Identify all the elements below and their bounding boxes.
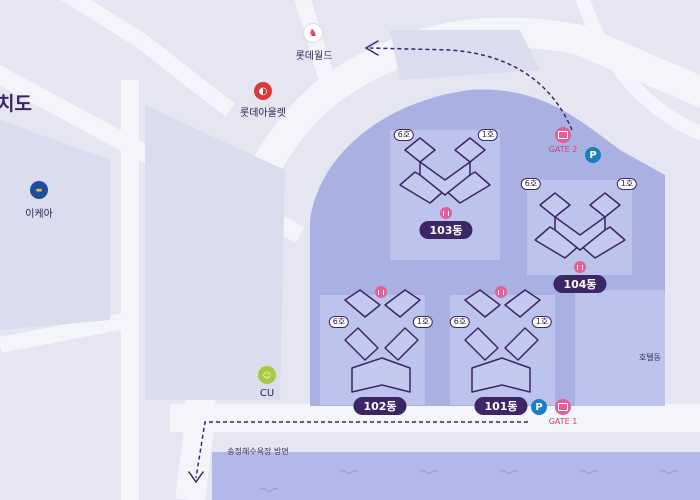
building-103-unit-right: 1호 bbox=[477, 129, 499, 141]
gate-1-icon[interactable] bbox=[555, 399, 571, 415]
building-plot bbox=[450, 295, 555, 405]
building-102-entrance-icon[interactable] bbox=[375, 286, 387, 298]
building-101-label[interactable]: 101동 bbox=[474, 397, 528, 415]
hotel-area-label: 호텔동 bbox=[638, 353, 662, 362]
building-101-footprint bbox=[464, 289, 541, 393]
building-104-unit-right: 1호 bbox=[616, 178, 638, 190]
building-104-entrance-icon[interactable] bbox=[574, 261, 586, 273]
building-104-unit-left: 6호 bbox=[520, 178, 542, 190]
city-block bbox=[0, 120, 110, 330]
gate-1-label: GATE 1 bbox=[548, 417, 578, 426]
lotte-outlet-label: 롯데아울렛 bbox=[240, 108, 286, 119]
building-plot bbox=[527, 180, 632, 275]
hotel-plot bbox=[575, 290, 665, 406]
route-arrow-down bbox=[188, 471, 204, 484]
building-101-unit-left: 6호 bbox=[449, 316, 471, 328]
building-103-entrance-icon[interactable] bbox=[440, 207, 452, 219]
building-104-footprint bbox=[534, 192, 626, 259]
building-102-unit-right: 1호 bbox=[412, 316, 434, 328]
gate-2-label: GATE 2 bbox=[548, 145, 578, 154]
ikea-label: 이케아 bbox=[25, 209, 53, 220]
map-title: 치도 bbox=[0, 93, 32, 115]
lotte-outlet-icon[interactable]: ◐ bbox=[254, 82, 272, 100]
parking-icon-south[interactable]: P bbox=[531, 399, 547, 415]
route-arrow-left bbox=[364, 40, 379, 56]
parking-icon-north[interactable]: P bbox=[585, 147, 601, 163]
building-102-label[interactable]: 102동 bbox=[353, 397, 407, 415]
building-103-unit-left: 6호 bbox=[393, 129, 415, 141]
building-102-unit-left: 6호 bbox=[328, 316, 350, 328]
waves bbox=[259, 470, 679, 492]
cu-icon[interactable]: ☺ bbox=[258, 366, 276, 384]
cu-label: CU bbox=[259, 388, 275, 399]
building-103-label[interactable]: 103동 bbox=[419, 221, 473, 239]
direction-label: 송정해수욕장 방면 bbox=[227, 447, 289, 456]
city-block bbox=[145, 105, 285, 400]
building-101-unit-right: 1호 bbox=[531, 316, 553, 328]
route-lines bbox=[195, 47, 573, 479]
lotte-world-label: 롯데월드 bbox=[295, 51, 333, 62]
gate-2-icon[interactable] bbox=[555, 127, 571, 143]
city-block bbox=[390, 30, 540, 80]
building-101-entrance-icon[interactable] bbox=[495, 286, 507, 298]
building-104-label[interactable]: 104동 bbox=[553, 275, 607, 293]
water bbox=[212, 452, 700, 500]
building-103-footprint bbox=[399, 137, 491, 204]
building-102-footprint bbox=[344, 289, 421, 393]
ikea-icon[interactable]: ▬ bbox=[30, 181, 48, 199]
lotte-world-icon[interactable]: ♞ bbox=[303, 23, 323, 43]
